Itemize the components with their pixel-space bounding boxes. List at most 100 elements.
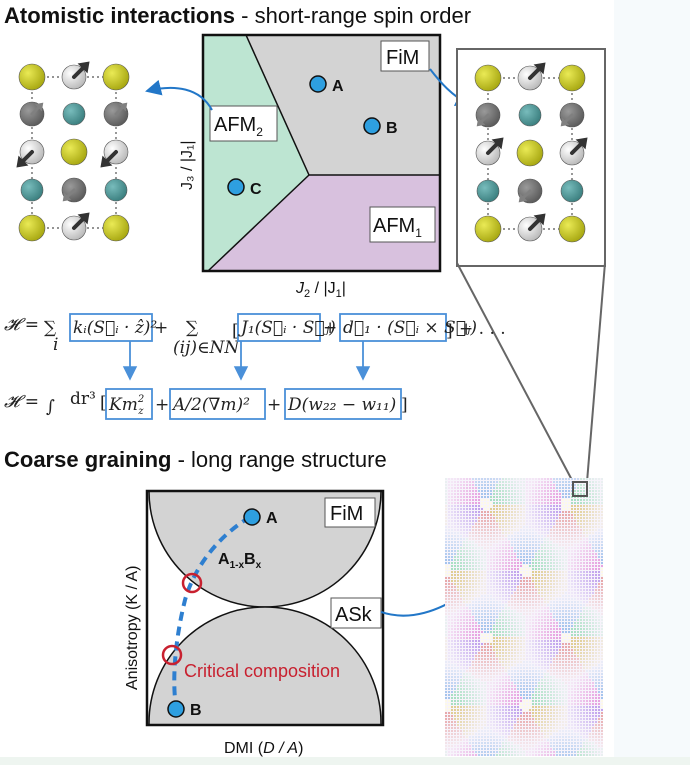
spin-cell [454,550,456,552]
spin-cell [538,649,540,651]
spin-cell [484,622,486,624]
spin-arrow-head [518,193,528,203]
spin-cell [532,505,534,507]
spin-cell [571,511,573,513]
spin-cell [511,742,513,744]
spin-cell [532,691,534,693]
spin-cell [583,733,585,735]
spin-cell [538,556,540,558]
spin-cell [562,613,564,615]
spin-cell [547,535,549,537]
spin-cell [487,523,489,525]
spin-cell [445,667,447,669]
spin-cell [502,595,504,597]
spin-cell [454,688,456,690]
spin-cell [562,559,564,561]
spin-cell [553,583,555,585]
spin-cell [511,709,513,711]
spin-cell [514,535,516,537]
spin-cell [547,697,549,699]
spin-cell [448,517,450,519]
eq1-plus1: + [154,318,168,338]
spin-cell [454,727,456,729]
spin-cell [523,745,525,747]
spin-cell [544,508,546,510]
spin-cell [478,484,480,486]
spin-cell [541,667,543,669]
spin-cell [523,655,525,657]
spin-cell [553,715,555,717]
spin-cell [520,547,522,549]
spin-cell [556,505,558,507]
spin-cell [559,748,561,750]
spin-cell [529,496,531,498]
spin-cell [508,478,510,480]
spin-cell [562,625,564,627]
spin-cell [514,742,516,744]
spin-cell [580,535,582,537]
spin-cell [547,571,549,573]
spin-cell [451,637,453,639]
spin-cell [577,706,579,708]
spin-cell [586,709,588,711]
spin-cell [586,499,588,501]
spin-cell [595,529,597,531]
spin-cell [502,733,504,735]
spin-cell [574,493,576,495]
spin-cell [538,595,540,597]
spin-cell [568,652,570,654]
spin-cell [559,625,561,627]
spin-cell [502,622,504,624]
spin-cell [475,634,477,636]
spin-cell [448,664,450,666]
spin-cell [562,586,564,588]
point-label-b-bottom: B [190,702,202,719]
spin-cell [490,730,492,732]
spin-cell [541,628,543,630]
spin-cell [475,541,477,543]
spin-cell [493,709,495,711]
spin-cell [511,679,513,681]
spin-cell [466,652,468,654]
spin-cell [481,556,483,558]
spin-cell [484,739,486,741]
spin-cell [478,499,480,501]
spin-cell [463,574,465,576]
spin-cell [529,520,531,522]
spin-cell [601,601,603,603]
spin-cell [463,496,465,498]
eq1-box-dmi [339,313,447,342]
spin-cell [526,670,528,672]
spin-cell [505,721,507,723]
spin-cell [496,664,498,666]
spin-cell [502,517,504,519]
spin-cell [595,595,597,597]
spin-cell [565,712,567,714]
spin-cell [487,481,489,483]
spin-cell [562,667,564,669]
spin-cell [481,478,483,480]
spin-cell [550,643,552,645]
spin-cell [589,517,591,519]
spin-cell [517,484,519,486]
spin-cell [541,490,543,492]
spin-cell [592,715,594,717]
spin-cell [568,667,570,669]
spin-cell [496,673,498,675]
spin-cell [481,508,483,510]
spin-cell [529,700,531,702]
spin-cell [523,661,525,663]
spin-cell [592,721,594,723]
spin-cell [502,736,504,738]
spin-cell [529,595,531,597]
spin-cell [454,613,456,615]
spin-cell [490,697,492,699]
spin-cell [451,514,453,516]
spin-cell [541,583,543,585]
spin-cell [547,661,549,663]
spin-cell [544,748,546,750]
spin-cell [550,556,552,558]
spin-cell [553,622,555,624]
spin-cell [448,715,450,717]
spin-cell [577,538,579,540]
